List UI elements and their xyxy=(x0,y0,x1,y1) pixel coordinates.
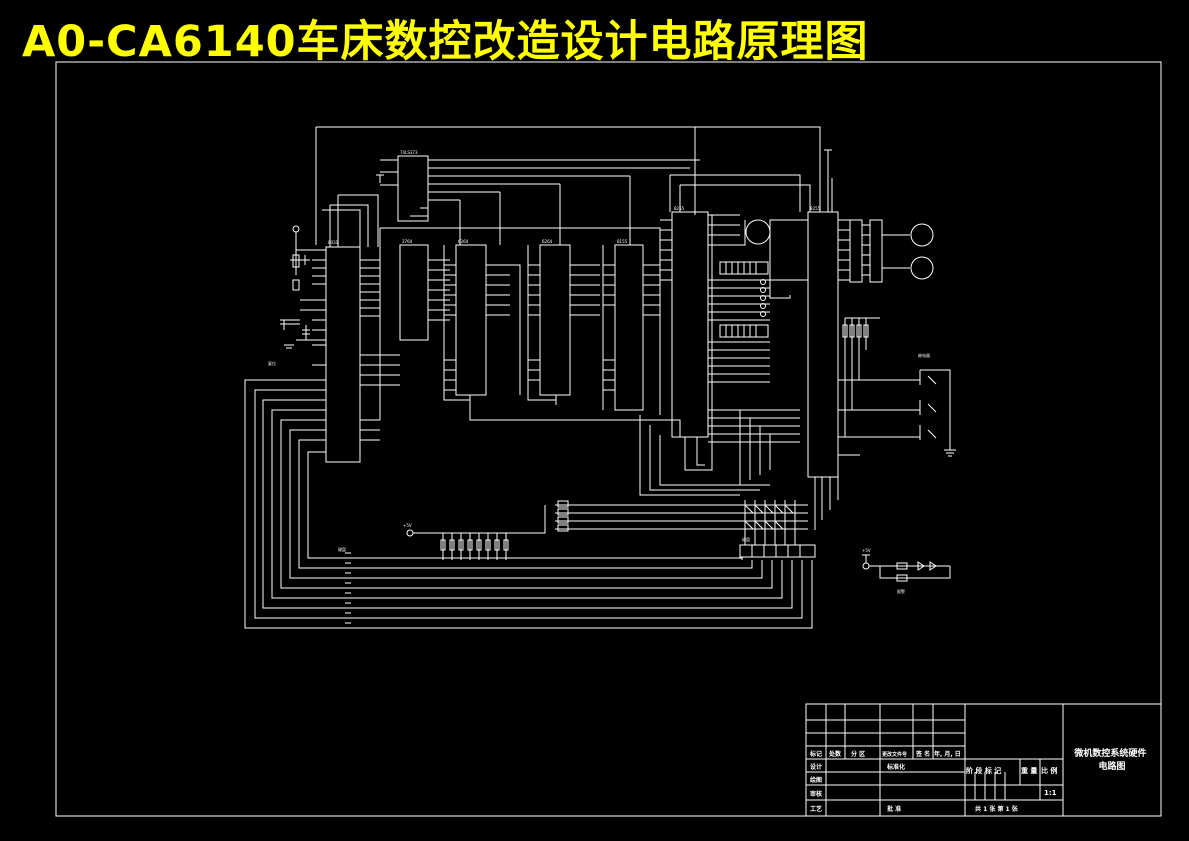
tb-header-change: 更改文件号 xyxy=(882,751,907,758)
ram-chip-1 xyxy=(455,244,487,396)
svg-text:8031: 8031 xyxy=(328,240,339,245)
tb-header-mark: 标记 xyxy=(809,750,822,758)
tb-drawing-name: 微机数控系统硬件 电路图 xyxy=(1073,747,1149,772)
eprom-chip xyxy=(399,244,429,341)
stepper-motor-1 xyxy=(745,219,771,245)
tb-weight: 重 量 xyxy=(1021,766,1037,775)
svg-text:8155: 8155 xyxy=(617,239,628,244)
tb-sheet-info: 共 1 张 第 1 张 xyxy=(975,805,1019,813)
drawing-border xyxy=(55,61,1162,817)
title-block xyxy=(805,703,1162,817)
io-chip xyxy=(614,244,644,411)
component-labels: 8031 74LS373 2764 6264 6264 8155 8255 82… xyxy=(268,150,930,594)
tb-header-date: 年, 月, 日 xyxy=(934,750,961,758)
tb-standardized: 标准化 xyxy=(886,763,905,771)
tb-stage-mark: 阶 段 标 记 xyxy=(966,766,1001,775)
title-block-text: 标记 处数 分 区 更改文件号 签 名 年, 月, 日 设计 绘图 审核 工艺 … xyxy=(809,747,1149,813)
svg-text:+5V: +5V xyxy=(403,523,412,528)
svg-text:复位: 复位 xyxy=(268,360,276,366)
ram-chip-2 xyxy=(539,244,571,396)
svg-text:6264: 6264 xyxy=(458,239,469,244)
drawing-title: A0-CA6140车床数控改造设计电路原理图 xyxy=(22,17,869,67)
stepper-motor-z xyxy=(910,256,934,280)
tb-scale-label: 比 例 xyxy=(1041,766,1057,775)
svg-text:74LS373: 74LS373 xyxy=(400,150,418,155)
svg-text:6264: 6264 xyxy=(542,239,553,244)
tb-scale-value: 1:1 xyxy=(1044,789,1057,797)
svg-text:报警: 报警 xyxy=(897,588,905,594)
tb-role-draw: 绘图 xyxy=(810,776,822,784)
svg-text:2764: 2764 xyxy=(402,239,413,244)
svg-text:8255: 8255 xyxy=(810,206,821,211)
interface-chip xyxy=(807,211,839,478)
svg-text:+5V: +5V xyxy=(862,548,871,553)
svg-text:8255: 8255 xyxy=(674,206,685,211)
tb-header-zone: 分 区 xyxy=(851,750,865,758)
svg-text:键盘: 键盘 xyxy=(742,536,750,542)
circuit-schematic xyxy=(244,126,956,629)
svg-text:继电器: 继电器 xyxy=(918,352,930,358)
tb-role-design: 设计 xyxy=(810,763,822,771)
tb-header-count: 处数 xyxy=(828,750,842,758)
tb-role-process: 工艺 xyxy=(810,805,822,813)
tb-role-review: 审核 xyxy=(810,790,822,798)
cpu-chip xyxy=(325,246,361,463)
stepper-motor-x xyxy=(910,223,934,247)
tb-approved: 批 准 xyxy=(887,805,901,813)
latch-chip xyxy=(397,155,429,222)
port-chip xyxy=(671,211,709,438)
tb-header-sign: 签 名 xyxy=(915,750,930,758)
svg-text:键盘: 键盘 xyxy=(338,546,346,552)
